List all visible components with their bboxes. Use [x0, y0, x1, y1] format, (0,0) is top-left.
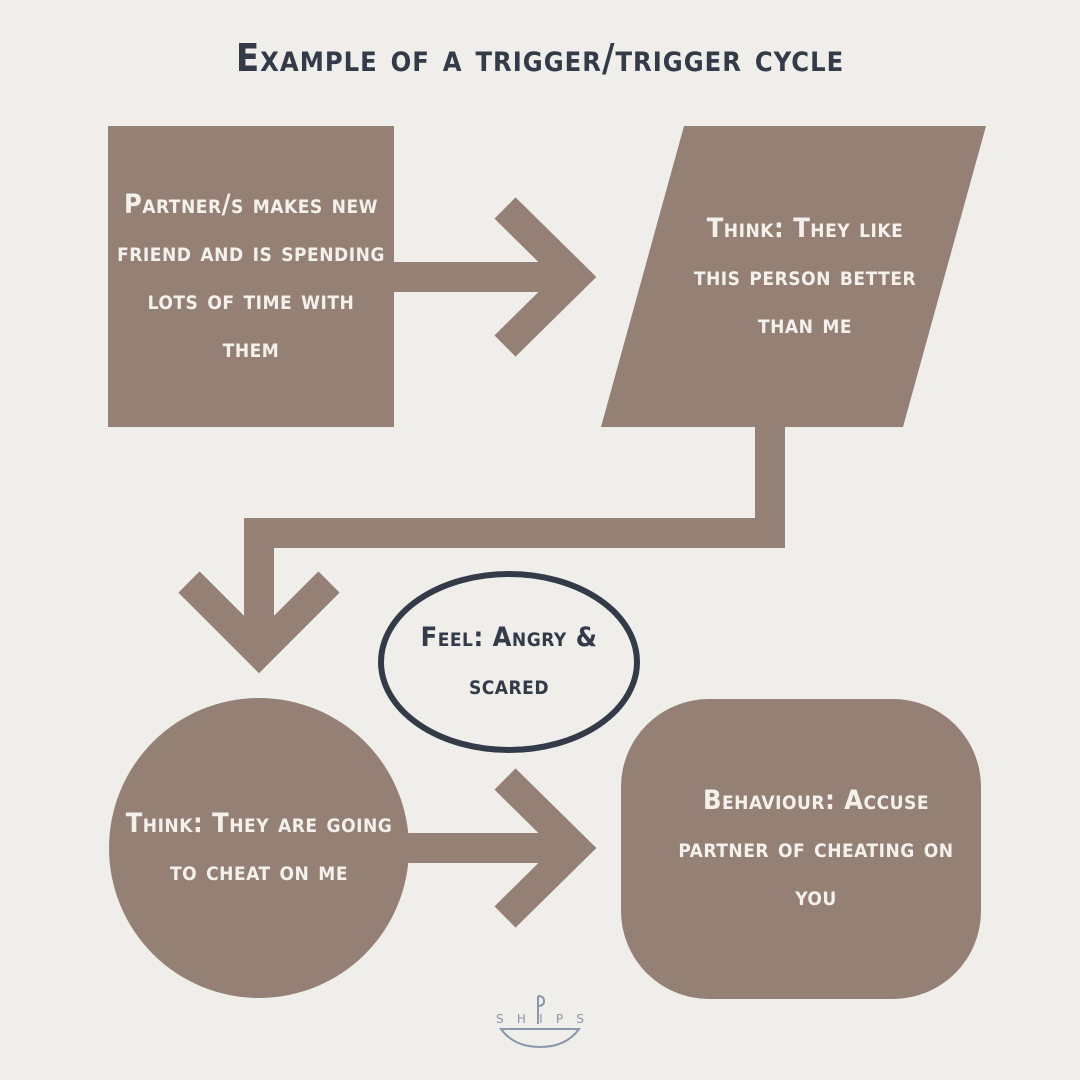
- ships-logo-icon: [499, 995, 581, 1049]
- think-1-label: Think: They like this person better than…: [693, 212, 917, 340]
- think-2-label: Think: They are going to cheat on me: [125, 808, 393, 887]
- behaviour-box: [621, 699, 981, 999]
- logo-letter: I: [539, 1012, 543, 1026]
- trigger-label: Partner/s makes new friend and is spendi…: [117, 188, 385, 364]
- logo-letter: S: [576, 1012, 584, 1026]
- arrow-right-bottom: [405, 768, 597, 928]
- connector-down-arrow: [178, 427, 785, 674]
- behaviour-label: Behaviour: Accuse partner of cheating on…: [678, 785, 954, 912]
- ships-logo-text: S H I P S: [496, 1012, 584, 1026]
- diagram-title: Example of a trigger/trigger cycle: [235, 36, 845, 80]
- logo-letter: P: [555, 1012, 564, 1026]
- think-parallelogram: [601, 126, 986, 427]
- logo-letter: H: [516, 1012, 526, 1026]
- arrow-right-top: [394, 197, 597, 357]
- trigger-box: [108, 126, 394, 427]
- feel-label: Feel: Angry & scared: [420, 622, 598, 701]
- think-circle: [109, 698, 409, 998]
- logo-letter: S: [496, 1012, 504, 1026]
- feel-ellipse: [378, 571, 640, 753]
